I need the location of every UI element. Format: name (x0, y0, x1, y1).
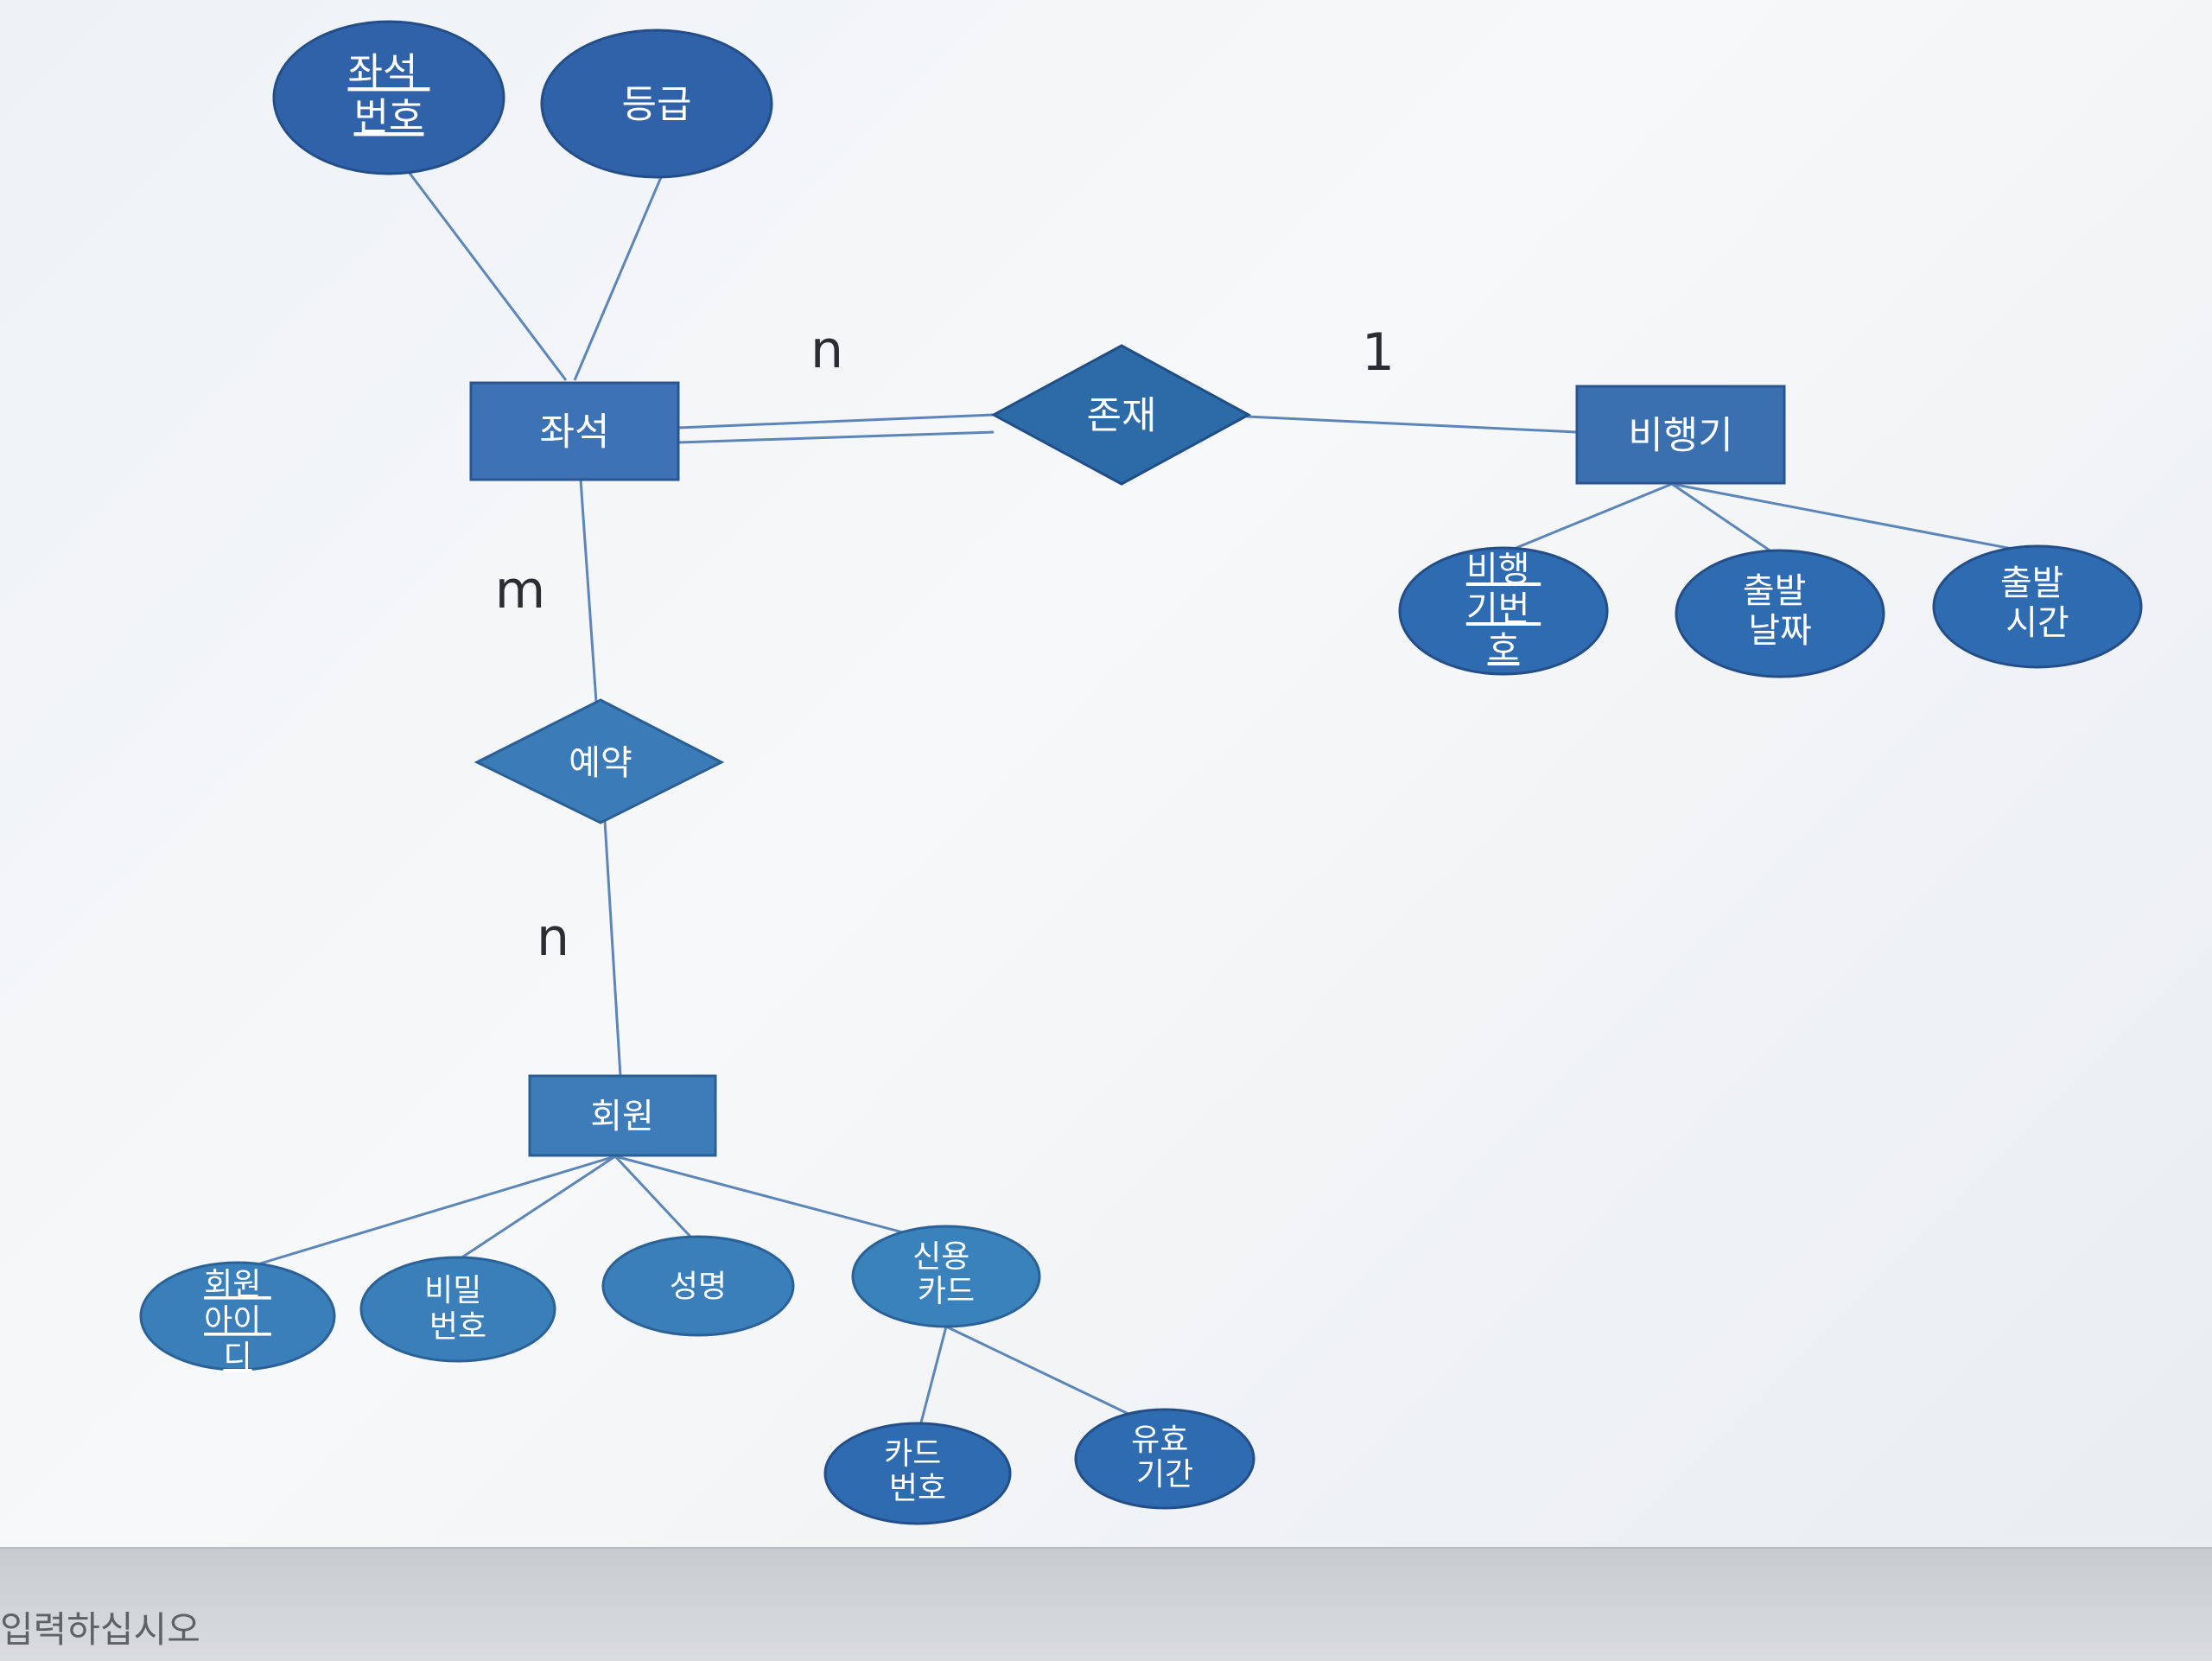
line-seat-exists-a (677, 413, 995, 430)
relationship-exists[interactable]: 존재 (990, 344, 1252, 486)
cardinality-seat-exists: n (810, 320, 843, 380)
attribute-member-id-line1: 회원 (204, 1267, 261, 1302)
relationship-reservation-label: 예약 (569, 743, 632, 783)
status-bar (0, 1547, 2212, 1661)
attribute-departure-date-line1: 출발 (1743, 571, 1807, 611)
attribute-departure-time-line2: 시간 (2005, 603, 2069, 643)
attribute-card-number-label: 카드 번호 (884, 1436, 951, 1506)
attribute-card-number-line2: 번호 (889, 1471, 946, 1506)
cardinality-member-reservation: n (537, 907, 569, 968)
attribute-seat-number-label: 좌석 번호 (348, 50, 430, 139)
attribute-departure-time[interactable]: 출발 시간 (1932, 544, 2143, 669)
line-airplane-flightnum (1503, 482, 1673, 555)
attribute-password-line2: 번호 (429, 1309, 486, 1345)
attribute-card-number[interactable]: 카드 번호 (823, 1422, 1012, 1525)
line-member-password (457, 1155, 616, 1262)
attribute-credit-card-line1: 신용 (912, 1239, 969, 1275)
entity-airplane-label: 비행기 (1628, 413, 1732, 457)
line-seat-reservation (579, 479, 598, 703)
attribute-flight-number[interactable]: 비행 기번 호 (1398, 546, 1609, 676)
relationship-exists-label: 존재 (1087, 393, 1157, 437)
attribute-grade[interactable]: 등급 (540, 29, 773, 179)
attribute-credit-card-label: 신용 카드 (912, 1239, 980, 1309)
line-credit-expiry (945, 1325, 1133, 1417)
attribute-flight-number-label: 비행 기번 호 (1466, 550, 1541, 669)
attribute-seat-number[interactable]: 좌석 번호 (272, 20, 505, 175)
line-member-memberid (237, 1155, 616, 1272)
attribute-expiry-line1: 유효 (1131, 1422, 1188, 1458)
attribute-password-line1: 비밀 (424, 1273, 481, 1308)
attribute-password[interactable]: 비밀 번호 (359, 1256, 556, 1363)
entity-airplane[interactable]: 비행기 (1575, 385, 1786, 485)
attribute-member-id-line2: 아이 (204, 1303, 261, 1339)
line-airplane-deptime (1671, 482, 2036, 555)
attribute-card-number-line1: 카드 (884, 1436, 941, 1472)
connector-lines (237, 168, 2036, 1427)
line-member-creditcard (614, 1155, 917, 1238)
er-diagram: 좌석 비행기 회원 존재 예약 n 1 m n (139, 20, 2143, 1525)
input-prompt[interactable]: 입력하십시오 (0, 1608, 200, 1651)
attribute-flight-number-line2: 기번 (1466, 589, 1530, 629)
attribute-member-id-line3: 디 (223, 1340, 251, 1375)
attribute-credit-card[interactable]: 신용 카드 (851, 1225, 1041, 1328)
line-seatnum-seat (404, 168, 568, 381)
entity-seat-label: 좌석 (540, 410, 610, 454)
attribute-departure-time-label: 출발 시간 (2000, 563, 2075, 643)
attribute-member-id[interactable]: 회원 아이 디 (139, 1261, 336, 1375)
attribute-departure-date[interactable]: 출발 날짜 (1675, 549, 1885, 678)
attribute-flight-number-line3: 호 (1488, 629, 1520, 669)
attribute-flight-number-line1: 비행 (1466, 550, 1530, 589)
relationship-reservation[interactable]: 예약 (474, 698, 725, 824)
attribute-expiry-line2: 기간 (1136, 1457, 1193, 1492)
attribute-name-label: 성명 (670, 1270, 727, 1305)
attribute-departure-time-line1: 출발 (2000, 563, 2064, 603)
cardinality-airplane-exists: 1 (1362, 322, 1395, 383)
line-airplane-depdate (1671, 482, 1781, 559)
line-reservation-member (603, 820, 622, 1077)
line-member-name (613, 1155, 693, 1239)
attribute-member-id-label: 회원 아이 디 (204, 1267, 271, 1375)
attribute-departure-date-label: 출발 날짜 (1743, 571, 1817, 651)
attribute-expiry[interactable]: 유효 기간 (1074, 1408, 1255, 1510)
line-seat-exists-b (677, 430, 995, 444)
diagram-canvas: 좌석 비행기 회원 존재 예약 n 1 m n (0, 0, 2212, 1547)
attribute-seat-number-line1: 좌석 (348, 50, 418, 94)
line-credit-cardnum (918, 1326, 948, 1427)
cardinality-labels: n 1 m n (495, 320, 1395, 968)
line-grade-seat (573, 176, 663, 381)
attribute-expiry-label: 유효 기간 (1131, 1422, 1198, 1492)
attribute-departure-date-line2: 날짜 (1748, 611, 1812, 651)
attribute-credit-card-line2: 카드 (918, 1274, 975, 1309)
attribute-name[interactable]: 성명 (601, 1235, 795, 1337)
entity-member[interactable]: 회원 (528, 1074, 717, 1157)
entity-seat[interactable]: 좌석 (469, 381, 680, 481)
line-exists-airplane (1246, 415, 1578, 434)
cardinality-seat-reservation: m (495, 560, 545, 620)
attribute-seat-number-line2: 번호 (354, 95, 424, 139)
entity-member-label: 회원 (590, 1097, 654, 1136)
attribute-grade-label: 등급 (622, 82, 692, 126)
attribute-password-label: 비밀 번호 (424, 1273, 492, 1345)
